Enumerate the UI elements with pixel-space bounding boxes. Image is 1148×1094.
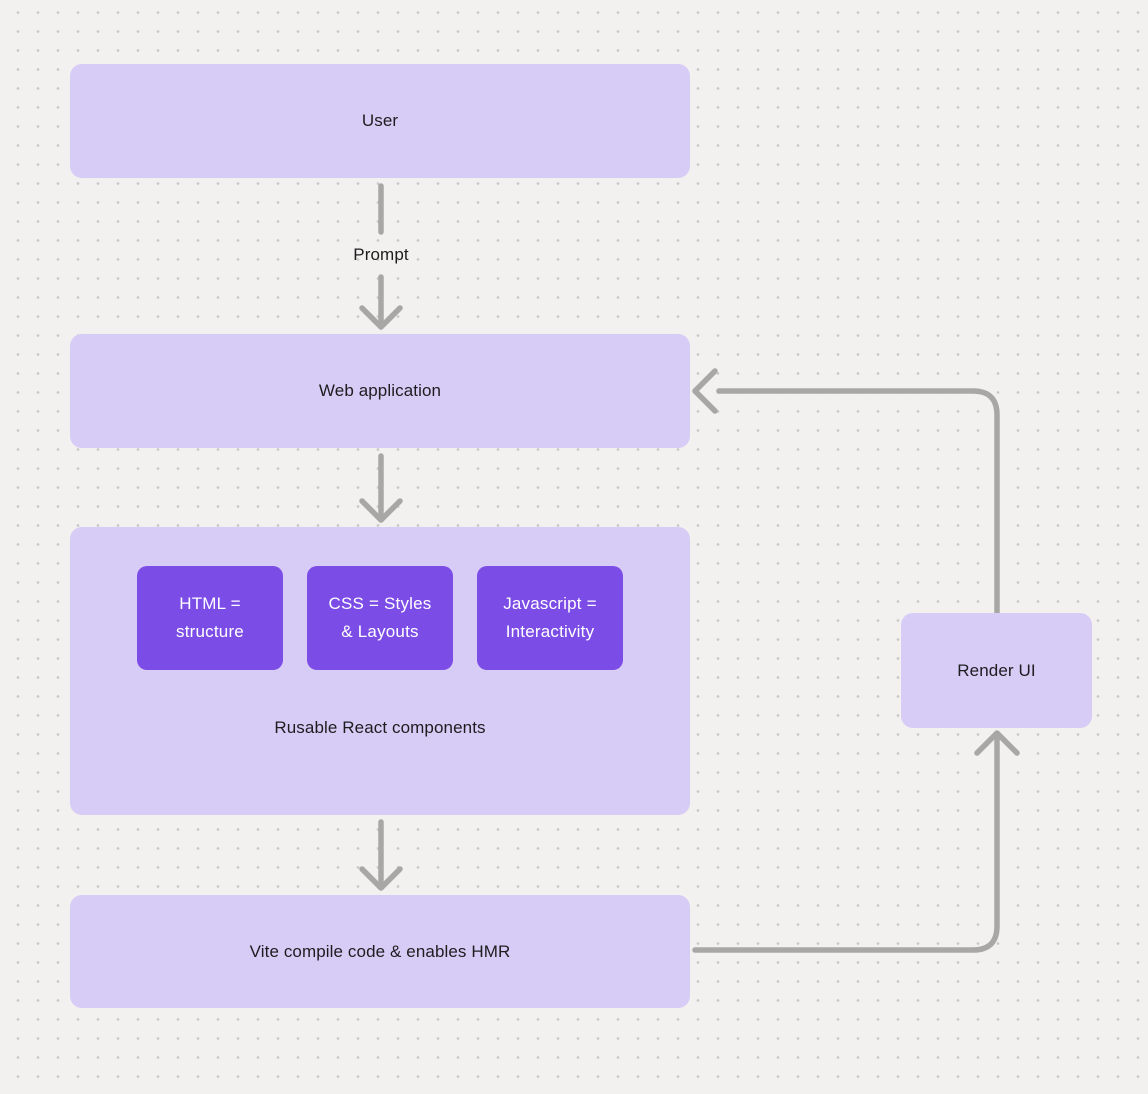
- prompt-edge-label[interactable]: Prompt: [353, 245, 409, 264]
- user-node[interactable]: User: [70, 64, 690, 178]
- render-ui-node[interactable]: Render UI: [901, 613, 1092, 728]
- vite-node[interactable]: Vite compile code & enables HMR: [70, 895, 690, 1008]
- web-application-node-label: Web application: [318, 381, 442, 400]
- components-group-caption: Rusable React components: [274, 718, 486, 737]
- web-application-node[interactable]: Web application: [70, 334, 690, 448]
- render-ui-node-label: Render UI: [957, 660, 1036, 680]
- javascript-node[interactable]: Javascript = Interactivity: [477, 566, 623, 670]
- css-node[interactable]: CSS = Styles & Layouts: [307, 566, 453, 670]
- arrow-components-to-vite[interactable]: [359, 819, 403, 891]
- javascript-node-label: Javascript = Interactivity: [503, 594, 597, 641]
- arrow-render-ui-to-webapp[interactable]: [692, 368, 1000, 616]
- vite-node-label: Vite compile code & enables HMR: [249, 941, 511, 961]
- arrow-webapp-to-components[interactable]: [359, 453, 403, 523]
- html-node-label: HTML = structure: [176, 594, 244, 641]
- arrow-vite-to-render-ui[interactable]: [692, 730, 1020, 953]
- user-node-label: User: [361, 111, 399, 130]
- html-node[interactable]: HTML = structure: [137, 566, 283, 670]
- css-node-label: CSS = Styles & Layouts: [328, 594, 432, 641]
